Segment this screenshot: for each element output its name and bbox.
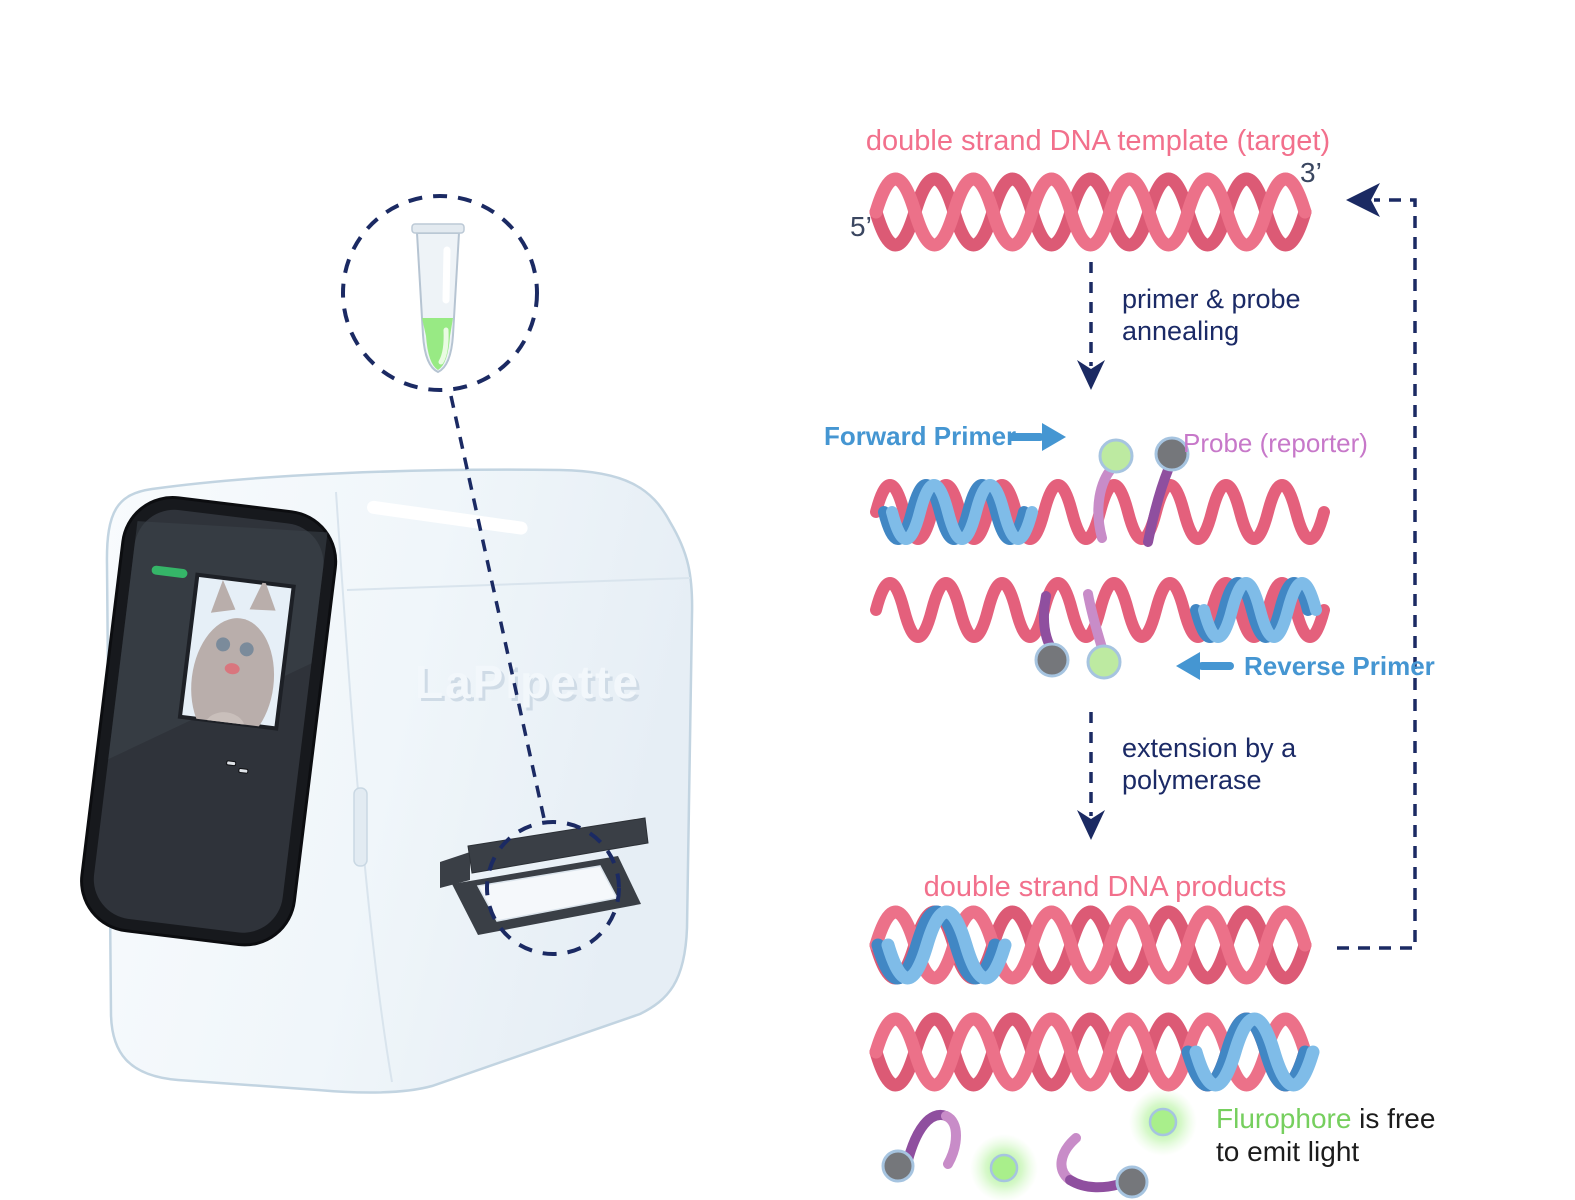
probe-label: Probe (reporter) bbox=[1183, 428, 1368, 458]
cycle-loop-arrow bbox=[1337, 183, 1417, 950]
strand-forward-annealed bbox=[870, 436, 1330, 547]
arrow-left-icon bbox=[1346, 183, 1380, 217]
template-title: double strand DNA template (target) bbox=[865, 125, 1331, 157]
machine-screen-panel bbox=[80, 496, 338, 947]
probe-strand-dark bbox=[1143, 465, 1173, 547]
sample-tube bbox=[411, 223, 465, 374]
qpcr-machine-illustration: LaPipette LaPipette bbox=[80, 194, 694, 1094]
quencher-ball-icon bbox=[1154, 436, 1190, 472]
fluorophore-ball-icon bbox=[1148, 1107, 1178, 1137]
reverse-primer-arrow-icon bbox=[1176, 652, 1234, 680]
cat-nose bbox=[224, 663, 240, 675]
probe-strand-light bbox=[1083, 589, 1107, 653]
fluorophore-ball-icon bbox=[1086, 644, 1122, 680]
dna-template-helix bbox=[869, 172, 1312, 252]
quencher-ball-icon bbox=[1115, 1165, 1149, 1199]
extension-label: extension by a polymerase bbox=[1122, 733, 1297, 796]
quencher-ball-icon bbox=[1034, 642, 1070, 678]
probe-fragment-light bbox=[941, 1111, 961, 1169]
probe-fragment-dark bbox=[1065, 1175, 1125, 1193]
fluorophore-ball-icon bbox=[1098, 438, 1134, 474]
svg-text:LaPipette: LaPipette bbox=[415, 656, 640, 708]
product-helix-2 bbox=[869, 1012, 1320, 1092]
annealing-label: primer & probe annealing bbox=[1122, 284, 1301, 347]
cat-picture bbox=[191, 578, 276, 729]
machine-handle-groove bbox=[353, 787, 368, 867]
screen-button-2 bbox=[238, 767, 249, 774]
liquid-highlight bbox=[438, 327, 449, 365]
extension-arrow bbox=[1077, 712, 1105, 840]
screen-button-1 bbox=[226, 760, 237, 767]
product-helix-1 bbox=[869, 905, 1312, 985]
forward-primer-arrow-icon bbox=[1008, 423, 1066, 451]
tube-rim bbox=[411, 223, 465, 234]
tube-highlight bbox=[442, 246, 451, 304]
fluorophore-word: Flurophore bbox=[1216, 1103, 1352, 1134]
tray-bar bbox=[467, 817, 649, 874]
tray-zoom-circle bbox=[485, 820, 621, 956]
cat-ear-left-icon bbox=[210, 579, 236, 613]
tray-arm bbox=[440, 852, 470, 888]
cat-ear-right-icon bbox=[249, 578, 276, 611]
strand-reverse-annealed bbox=[870, 577, 1330, 680]
brand-watermark: LaPipette LaPipette bbox=[415, 656, 643, 711]
arrow-down-icon bbox=[1077, 360, 1105, 390]
released-fluorophores bbox=[881, 1088, 1197, 1200]
quencher-ball-icon bbox=[881, 1149, 915, 1183]
probe-fragment-light bbox=[1056, 1133, 1081, 1185]
svg-text:LaPipette: LaPipette bbox=[418, 659, 643, 711]
status-led bbox=[151, 565, 188, 578]
cat-eye-right bbox=[239, 642, 254, 657]
tube-zoom-circle bbox=[341, 194, 539, 392]
machine-side-seam bbox=[346, 577, 691, 591]
sample-tray bbox=[440, 817, 649, 935]
fluorophore-ball-icon bbox=[989, 1153, 1019, 1183]
probe-strand-dark bbox=[1038, 591, 1055, 651]
cat-eye-left bbox=[216, 637, 231, 652]
machine-top-highlight bbox=[367, 500, 528, 535]
arrow-down-icon bbox=[1077, 810, 1105, 840]
probe-strand-light bbox=[1093, 463, 1117, 543]
tube-to-tray-connector bbox=[449, 395, 547, 824]
annealing-arrow bbox=[1077, 262, 1105, 390]
three-prime-label: 3’ bbox=[1300, 157, 1322, 188]
five-prime-label: 5’ bbox=[850, 211, 872, 242]
probe-fragment-dark bbox=[903, 1109, 951, 1165]
forward-primer-label: Forward Primer bbox=[824, 421, 1017, 451]
products-title: double strand DNA products bbox=[923, 871, 1287, 903]
reverse-primer-label: Reverse Primer bbox=[1244, 651, 1435, 681]
pcr-cycle-diagram bbox=[869, 172, 1417, 1200]
